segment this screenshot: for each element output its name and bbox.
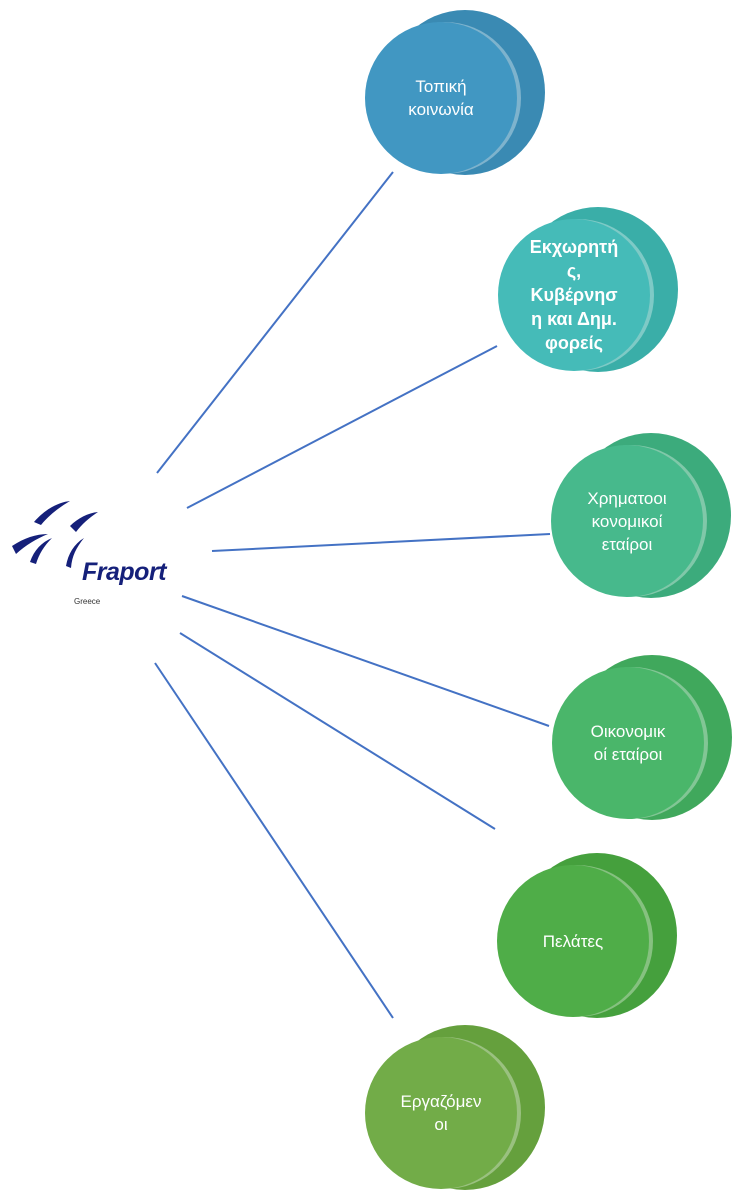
node-disc: Εκχωρητή ς, Κυβέρνησ η και Δημ. φορείς: [498, 219, 650, 371]
node-customers: Πελάτες: [497, 853, 677, 1018]
node-label: Εκχωρητή ς, Κυβέρνησ η και Δημ. φορείς: [529, 237, 619, 353]
node-grantor-government: Εκχωρητή ς, Κυβέρνησ η και Δημ. φορείς: [498, 207, 678, 372]
node-label: Τοπική κοινωνία: [408, 77, 474, 119]
logo-region: Greece: [74, 597, 101, 606]
node-label: Πελάτες: [542, 931, 604, 951]
fraport-logo: Fraport Greece: [8, 498, 168, 608]
node-disc: Χρηματοοι κονομικοί εταίροι: [551, 445, 703, 597]
node-disc: Εργαζόμεν οι: [365, 1037, 517, 1189]
node-disc: Πελάτες: [497, 865, 649, 1017]
link-grantor-government: [186, 345, 498, 509]
fraport-mark-icon: [12, 501, 98, 568]
node-disc: Τοπική κοινωνία: [365, 22, 517, 174]
node-label: Χρηματοοι κονομικοί εταίροι: [587, 488, 667, 554]
link-employees: [154, 662, 394, 1019]
node-label: Οικονομικ οί εταίροι: [590, 722, 666, 764]
node-financial-partners: Χρηματοοι κονομικοί εταίροι: [551, 433, 731, 598]
node-disc: Οικονομικ οί εταίροι: [552, 667, 704, 819]
link-financial-partners: [211, 533, 551, 552]
node-local-community: Τοπική κοινωνία: [365, 10, 545, 175]
node-business-partners: Οικονομικ οί εταίροι: [552, 655, 732, 820]
link-business-partners: [181, 595, 550, 727]
link-local-community: [156, 171, 394, 474]
node-employees: Εργαζόμεν οι: [365, 1025, 545, 1190]
node-label: Εργαζόμεν οι: [400, 1092, 482, 1134]
link-customers: [179, 632, 496, 830]
logo-wordmark: Fraport: [82, 558, 167, 586]
